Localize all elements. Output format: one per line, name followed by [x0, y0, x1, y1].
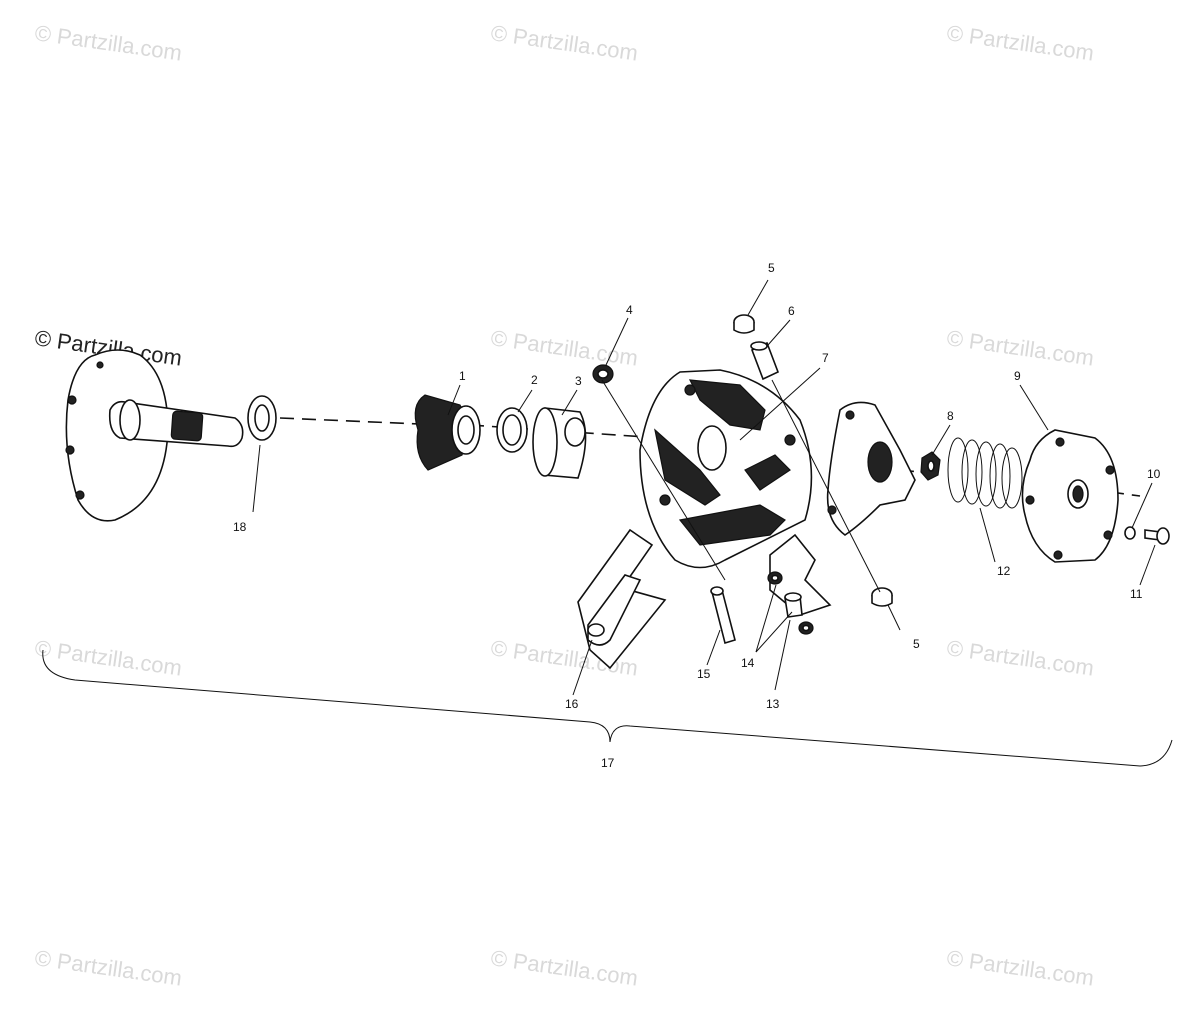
callout-9: 9 [1014, 369, 1021, 383]
callout-12: 12 [997, 564, 1011, 578]
watermark: © Partzilla.com [945, 20, 1095, 65]
watermark: © Partzilla.com [489, 20, 639, 65]
watermarks: © Partzilla.com © Partzilla.com © Partzi… [33, 20, 1095, 990]
assembly-brace-17 [42, 649, 1173, 767]
spring-12 [947, 437, 1023, 509]
spider-plate [826, 401, 916, 536]
sleeve-6 [750, 341, 780, 381]
washer-10 [1124, 526, 1136, 540]
cover-9 [1021, 429, 1119, 563]
callout-5-top: 5 [768, 261, 775, 275]
nut-4 [592, 364, 614, 384]
callout-7: 7 [822, 351, 829, 365]
callout-18: 18 [233, 520, 247, 534]
roller-16 [587, 574, 642, 646]
callout-1: 1 [459, 369, 466, 383]
bolt-11 [1144, 527, 1170, 545]
watermark: © Partzilla.com [945, 635, 1095, 680]
watermark: © Partzilla.com [945, 325, 1095, 370]
callout-6: 6 [788, 304, 795, 318]
watermark: © Partzilla.com [33, 20, 183, 65]
watermark: © Partzilla.com [945, 945, 1095, 990]
watermark: © Partzilla.com [33, 635, 183, 680]
pin-15 [710, 586, 736, 645]
button-5-top [733, 314, 755, 334]
sheave-with-shaft [65, 349, 244, 522]
nut-8 [920, 451, 941, 481]
callout-10: 10 [1147, 467, 1161, 481]
callouts: 1 2 3 4 5 6 7 8 9 10 11 12 5 13 14 15 16… [233, 261, 1161, 770]
callout-11: 11 [1130, 587, 1143, 601]
spacer-3 [532, 407, 587, 479]
callout-16: 16 [565, 697, 579, 711]
callout-8: 8 [947, 409, 954, 423]
watermark: © Partzilla.com [489, 945, 639, 990]
callout-4: 4 [626, 303, 633, 317]
roller-parts-13-14 [767, 571, 814, 635]
callout-3: 3 [575, 374, 582, 388]
bushing-1 [414, 394, 481, 471]
watermark: © Partzilla.com [489, 325, 639, 370]
spider-body-7 [639, 369, 813, 569]
watermark: © Partzilla.com [33, 945, 183, 990]
callout-14: 14 [741, 656, 755, 670]
callout-13: 13 [766, 697, 780, 711]
callout-17: 17 [601, 756, 615, 770]
washer-18 [247, 395, 277, 441]
leader-lines [252, 279, 1156, 696]
callout-15: 15 [697, 667, 711, 681]
button-5-bottom [871, 587, 893, 607]
callout-2: 2 [531, 373, 538, 387]
ring-2 [496, 407, 528, 453]
callout-5-bottom: 5 [913, 637, 920, 651]
